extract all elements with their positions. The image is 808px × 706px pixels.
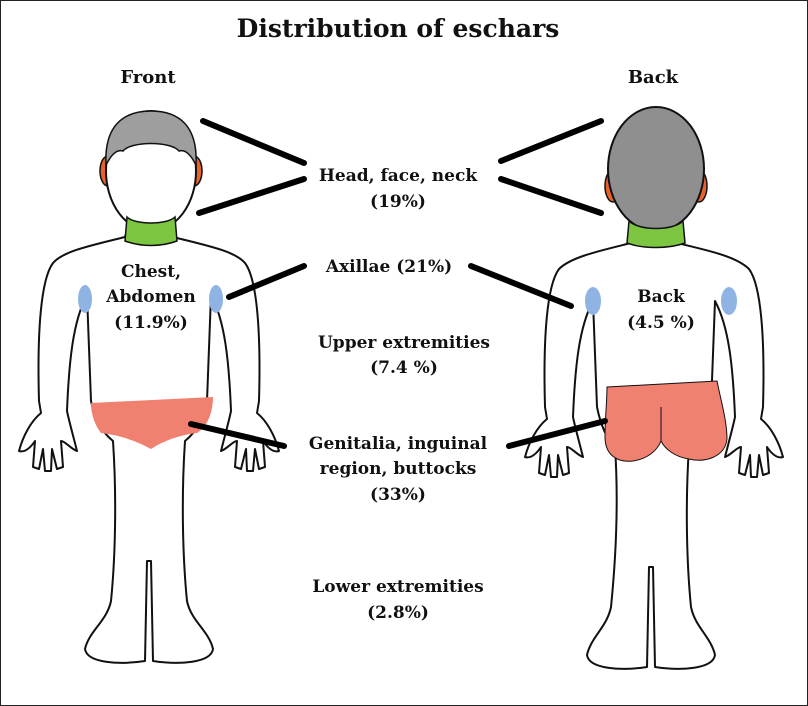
pointer-head-front-lower bbox=[196, 176, 307, 216]
back-head bbox=[607, 106, 705, 232]
back-neck bbox=[626, 219, 686, 249]
front-body-figure bbox=[18, 110, 280, 664]
figure-title: Distribution of eschars bbox=[237, 14, 560, 43]
pointer-head-back-lower bbox=[498, 176, 604, 216]
front-left-axilla bbox=[78, 285, 92, 313]
back-view-label: Back bbox=[628, 67, 679, 88]
pointer-genital-front bbox=[188, 421, 287, 449]
pointer-axilla-front bbox=[226, 263, 307, 300]
label-back: Back (4.5 %) bbox=[627, 287, 695, 333]
chest-label-line2: Abdomen bbox=[105, 287, 195, 307]
pointer-axilla-back bbox=[468, 263, 574, 309]
label-axillae: Axillae (21%) bbox=[325, 257, 452, 277]
pointer-head-front-upper bbox=[200, 118, 307, 166]
lower-extremities-label-line1: Lower extremities bbox=[312, 577, 483, 597]
upper-extremities-label-line2: (7.4 %) bbox=[370, 358, 438, 378]
pointer-genital-back bbox=[506, 418, 608, 449]
pointer-head-back-upper bbox=[498, 118, 604, 164]
back-buttocks-region bbox=[604, 380, 728, 462]
label-head-face-neck: Head, face, neck (19%) bbox=[319, 166, 478, 212]
genital-label-line1: Genitalia, inguinal bbox=[309, 434, 488, 454]
front-hair bbox=[105, 110, 197, 168]
front-genital-region bbox=[91, 397, 213, 449]
genital-label-line3: (33%) bbox=[370, 485, 426, 505]
front-neck bbox=[124, 215, 178, 247]
back-label-line1: Back bbox=[637, 287, 686, 307]
front-right-axilla bbox=[209, 285, 223, 313]
back-label-line2: (4.5 %) bbox=[627, 313, 695, 333]
front-view-label: Front bbox=[120, 67, 176, 88]
back-right-axilla bbox=[721, 287, 737, 315]
label-upper-extremities: Upper extremities (7.4 %) bbox=[318, 333, 490, 378]
back-left-axilla bbox=[585, 287, 601, 315]
back-body-figure bbox=[524, 106, 784, 670]
axillae-label: Axillae (21%) bbox=[325, 257, 452, 277]
label-genitalia: Genitalia, inguinal region, buttocks (33… bbox=[309, 434, 488, 505]
label-chest-abdomen: Chest, Abdomen (11.9%) bbox=[105, 262, 195, 333]
upper-extremities-label-line1: Upper extremities bbox=[318, 333, 490, 353]
genital-label-line2: region, buttocks bbox=[320, 459, 477, 479]
label-lower-extremities: Lower extremities (2.8%) bbox=[312, 577, 483, 623]
chest-label-line1: Chest, bbox=[121, 262, 181, 282]
head-label-line2: (19%) bbox=[370, 192, 426, 212]
lower-extremities-label-line2: (2.8%) bbox=[367, 603, 429, 623]
pointer-lines bbox=[188, 118, 608, 449]
chest-label-line3: (11.9%) bbox=[114, 313, 188, 333]
head-label-line1: Head, face, neck bbox=[319, 166, 478, 186]
